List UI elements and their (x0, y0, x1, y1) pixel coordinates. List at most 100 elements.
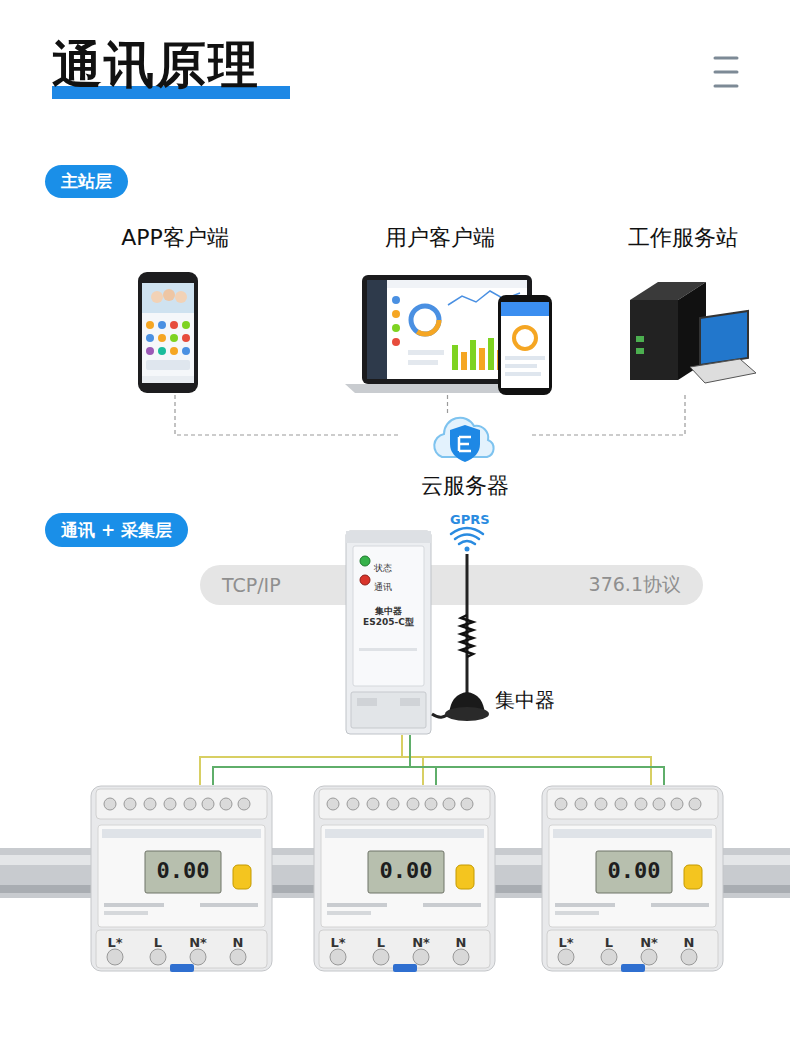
laptop-dashboard (392, 296, 400, 304)
text-slot: N (223, 932, 253, 951)
phone-app (146, 347, 154, 355)
text-slot: 用户客户端 (340, 225, 540, 251)
smart-meter (190, 949, 206, 965)
text-slot: N (446, 932, 476, 951)
server-workstation (636, 336, 644, 342)
smart-meter (684, 865, 702, 889)
smart-meter (330, 949, 346, 965)
connector-line (447, 395, 448, 415)
connector (402, 735, 664, 785)
title-slot: 通讯原理 (52, 32, 260, 99)
smart-meter (635, 798, 647, 810)
smart-meter (327, 798, 339, 810)
smart-meter (393, 964, 417, 972)
smart-meter (107, 949, 123, 965)
client-group: 工作服务站 (610, 225, 760, 395)
server-workstation (636, 348, 644, 354)
concentrator (346, 531, 431, 734)
cloud-server: 云服务器 (400, 415, 530, 503)
text-slot: 通讯 (374, 575, 392, 594)
lcd-reading: 0.00 (157, 858, 210, 884)
smart-meter (558, 949, 574, 965)
menu-icon (715, 58, 737, 86)
cloud-server (434, 418, 493, 457)
smart-meter (549, 825, 716, 927)
text-slot: 0.00 (598, 858, 670, 884)
phone-app (182, 334, 190, 342)
phone-app (182, 347, 190, 355)
text-slot: L (366, 932, 396, 951)
led-label: 通讯 (374, 582, 392, 593)
laptop-dashboard (501, 302, 549, 388)
smart-meter (238, 798, 250, 810)
smart-meter (641, 949, 657, 965)
laptop-dashboard (411, 306, 439, 334)
smart-meter (104, 911, 148, 915)
smart-meter (164, 798, 176, 810)
smart-meter (145, 851, 221, 893)
menu-icon (715, 71, 737, 74)
smart-meter (327, 903, 387, 907)
smart-meter (615, 798, 627, 810)
smart-meter (98, 825, 265, 927)
smart-meter (671, 798, 683, 810)
smart-meter (443, 798, 455, 810)
terminal-label: L* (558, 935, 573, 951)
phone-app (163, 289, 175, 301)
connector (447, 395, 448, 415)
connector-line (410, 735, 436, 785)
phone-app (151, 291, 163, 303)
text-slot: N* (634, 932, 664, 951)
smart-meter (387, 798, 399, 810)
concentrator (351, 692, 426, 728)
concentrator (353, 546, 424, 686)
smart-meter (413, 949, 429, 965)
text-slot: 状态 (374, 556, 392, 575)
smart-meter (233, 865, 251, 889)
led-label: 状态 (374, 563, 392, 574)
text-slot: 0.00 (147, 858, 219, 884)
smart-meter (150, 949, 166, 965)
phone-app (170, 334, 178, 342)
text-slot: L (143, 932, 173, 951)
smart-meter (547, 789, 718, 819)
concentrator (359, 648, 417, 651)
phone-app (142, 283, 194, 383)
callout-label: 集中器 (495, 688, 555, 712)
label-slot: GPRS (450, 509, 490, 528)
laptop-dashboard (514, 327, 536, 349)
laptop-dashboard (505, 364, 537, 368)
connector-line (402, 735, 423, 785)
laptop-dashboard (479, 348, 485, 370)
server-workstation (630, 300, 678, 380)
smart-meter (102, 829, 261, 838)
phone-app (138, 272, 198, 393)
connector (200, 735, 410, 785)
layer-badge: 主站层 (45, 165, 128, 198)
text-slot: L (594, 932, 624, 951)
smart-meter (220, 798, 232, 810)
smart-meter (96, 789, 267, 819)
phone-app (158, 347, 166, 355)
server-workstation (630, 282, 756, 383)
smart-meter (144, 798, 156, 810)
smart-meter (653, 798, 665, 810)
laptop-dashboard (505, 356, 545, 360)
connector (175, 395, 400, 435)
smart-meter (230, 949, 246, 965)
phone-app (158, 334, 166, 342)
connector-line (213, 735, 410, 785)
smart-meter (601, 949, 617, 965)
smart-meter (425, 798, 437, 810)
badge-text: 通讯 + 采集层 (61, 520, 172, 540)
client-heading: APP客户端 (121, 225, 229, 251)
client-heading: 工作服务站 (628, 225, 738, 251)
protocol-text: TCP/IP (222, 574, 281, 596)
terminal-label: L* (330, 935, 345, 951)
text-slot: 云服务器 (400, 473, 530, 499)
terminal-label: N* (412, 935, 430, 951)
concentrator (461, 615, 473, 657)
text-slot: L* (100, 932, 130, 951)
